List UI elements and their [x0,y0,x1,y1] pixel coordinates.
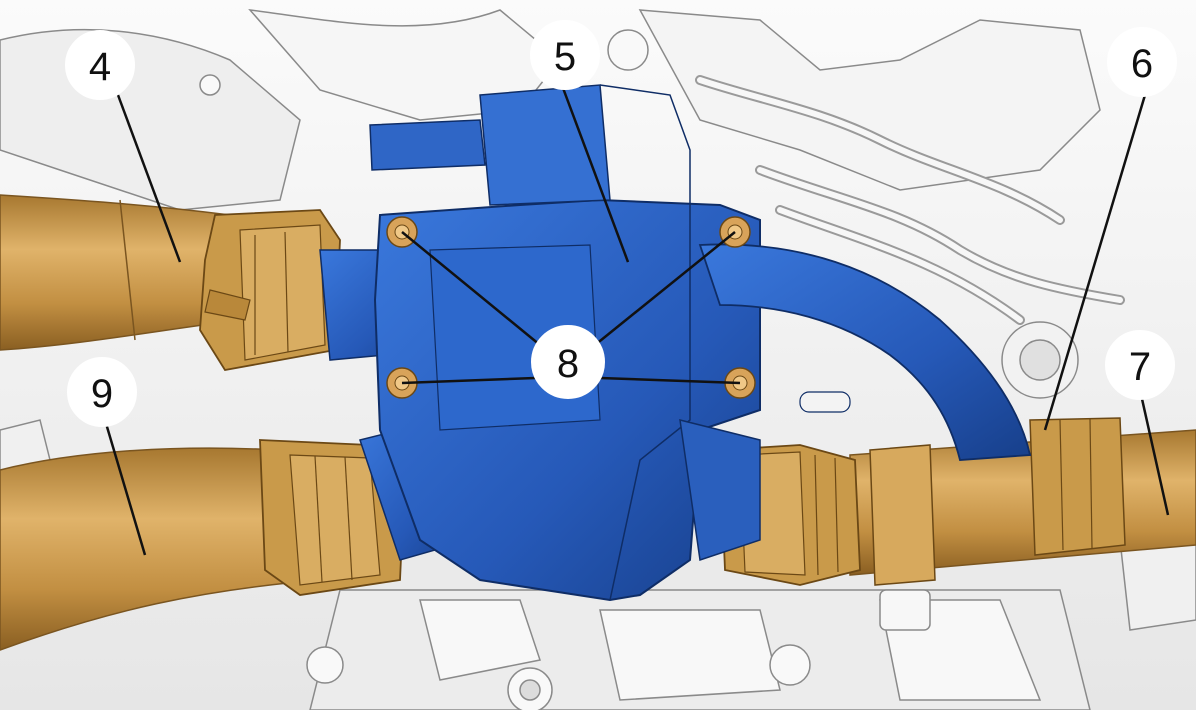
thermostat-housing [319,84,1032,602]
callout-8: 8 [531,325,605,399]
callout-label-6: 6 [1131,42,1153,86]
callout-7: 7 [1105,330,1175,400]
callout-label-4: 4 [89,45,111,89]
leader-line-8b [594,231,736,346]
leader-line-8c [401,376,536,385]
right-hose [849,417,1196,586]
upper-hose-clip [199,209,341,371]
callout-5: 5 [530,20,600,90]
leader-lines [103,79,1170,556]
leader-line-6 [1043,94,1147,431]
callout-label-7: 7 [1129,345,1151,389]
callout-label-8: 8 [557,342,579,386]
callout-label-9: 9 [91,372,113,416]
leader-line-9 [103,419,147,556]
callout-label-5: 5 [554,35,576,79]
leader-line-8a [401,231,541,346]
leader-line-7 [1138,389,1170,516]
callout-6: 6 [1107,27,1177,97]
leader-line-5 [558,79,630,263]
callout-9: 9 [67,357,137,427]
leader-line-4 [116,94,182,263]
leader-line-8d [599,376,741,385]
callout-4: 4 [65,30,135,100]
